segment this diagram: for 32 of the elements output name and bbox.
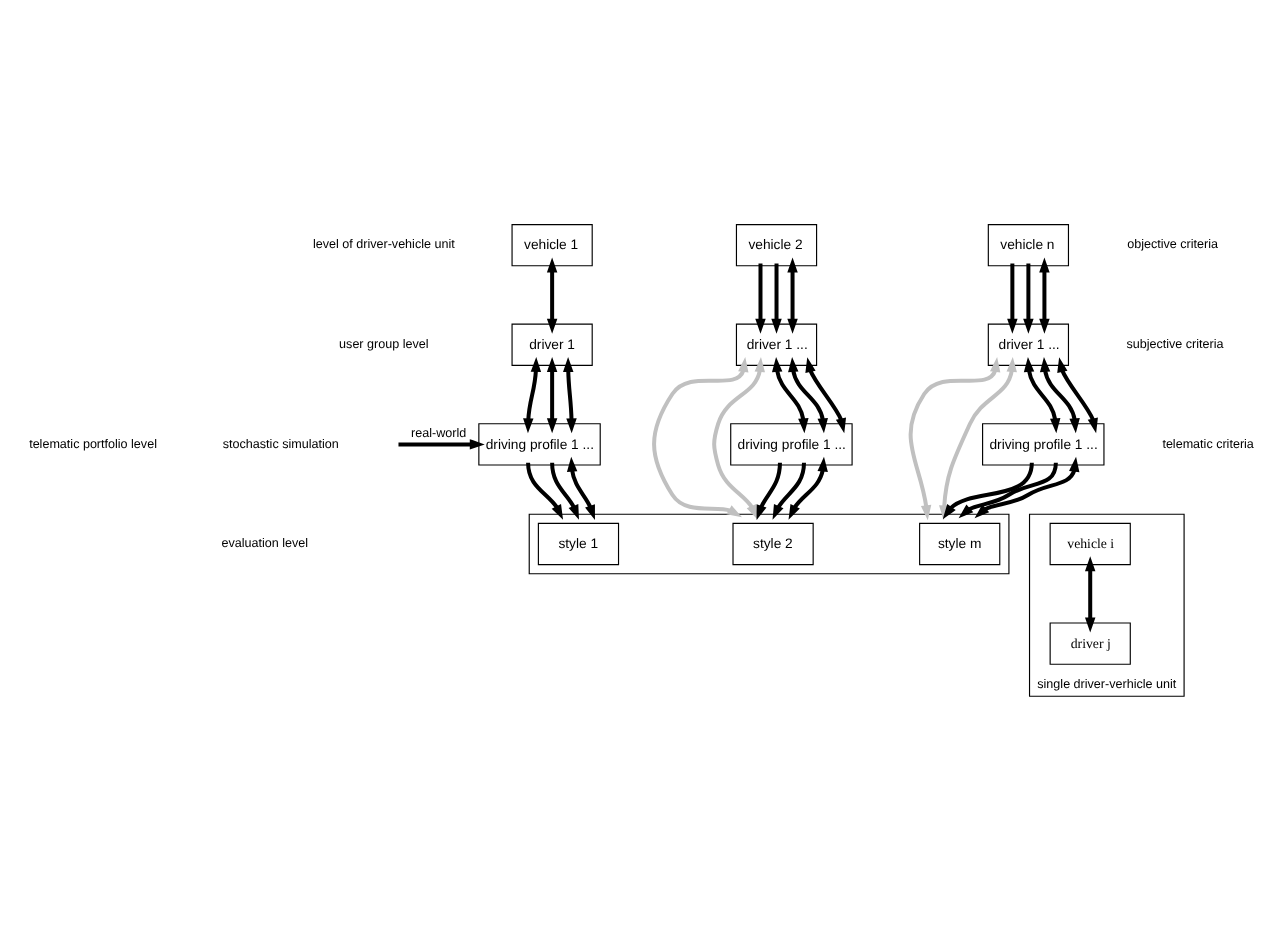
arrow: [546, 356, 558, 433]
arrow: [550, 461, 579, 519]
arrow: [1023, 356, 1061, 433]
arrow: [788, 356, 828, 433]
arrow: [974, 455, 1080, 518]
arrow: [566, 455, 595, 519]
arrow: [755, 262, 766, 333]
cluster: [528, 512, 1010, 574]
arrow: [398, 438, 485, 449]
arrow: [1057, 356, 1098, 433]
arrow: [652, 356, 749, 517]
arrow: [787, 256, 798, 333]
arrow: [526, 461, 564, 519]
arrow: [958, 461, 1058, 518]
arrow: [1023, 262, 1034, 333]
arrow: [712, 356, 765, 519]
arrow: [788, 455, 828, 519]
arrow: [771, 262, 782, 333]
arrow: [756, 461, 782, 519]
arrow: [546, 256, 558, 333]
arrow: [563, 356, 577, 433]
arrow: [805, 356, 847, 433]
arrow: [942, 461, 1034, 519]
arrow: [939, 356, 1017, 520]
arrow: [1085, 555, 1096, 632]
arrow: [771, 356, 809, 433]
arrow: [772, 461, 806, 519]
arrow: [1039, 356, 1080, 433]
arrow: [523, 356, 542, 433]
arrow: [1007, 262, 1018, 333]
arrow: [1039, 256, 1050, 333]
arrow: [908, 356, 1001, 520]
